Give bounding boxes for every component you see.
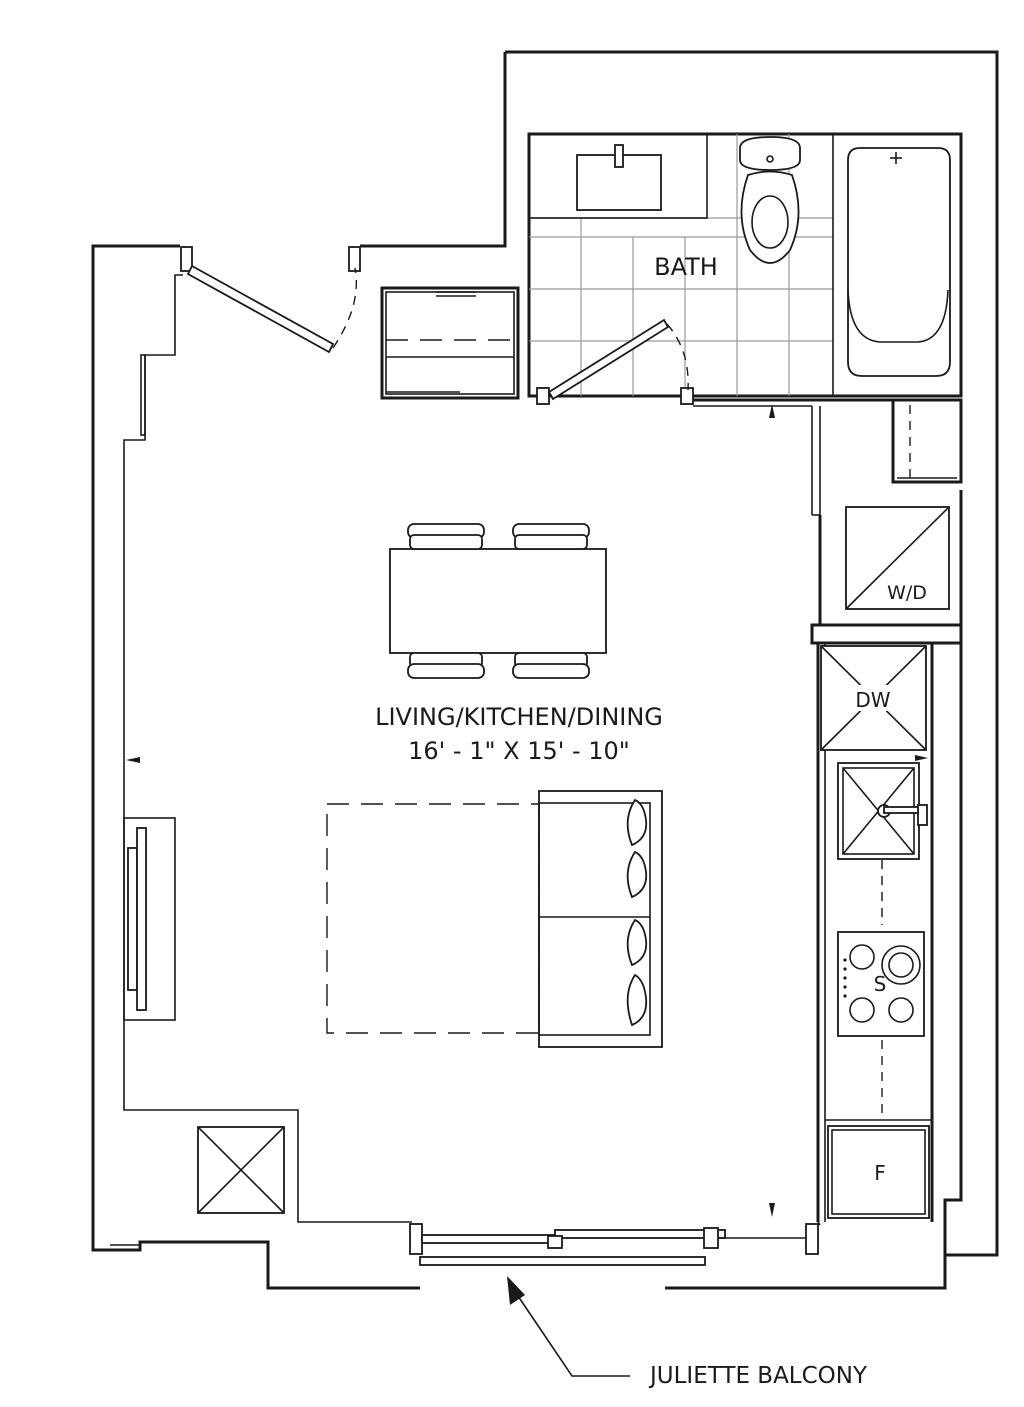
wall-panel — [140, 354, 146, 436]
dining-chair — [512, 652, 590, 679]
kitchen-counter — [810, 623, 963, 1255]
utility-closet — [891, 398, 963, 484]
dining-chair — [407, 523, 485, 550]
fridge: F — [827, 1125, 930, 1219]
balcony-door — [409, 1203, 819, 1266]
fridge-label: F — [874, 1161, 886, 1185]
toilet — [739, 136, 801, 264]
bathroom — [527, 132, 963, 405]
dishwasher: DW — [820, 645, 927, 751]
area-rug — [326, 803, 540, 1034]
bath-label: BATH — [654, 253, 718, 281]
living-room-dimensions: 16' - 1" X 15' - 10" — [408, 737, 630, 765]
kitchen-sink — [837, 762, 928, 860]
interior-wall — [693, 398, 961, 516]
balcony-callout: JULIETTE BALCONY — [507, 1276, 868, 1389]
balcony-label: JULIETTE BALCONY — [648, 1363, 868, 1389]
bathtub — [832, 133, 962, 397]
living-room-label: LIVING/KITCHEN/DINING — [375, 703, 663, 731]
tv-unit — [123, 757, 176, 1021]
closet — [380, 286, 520, 400]
dining-table — [389, 523, 607, 679]
stove: S — [837, 931, 925, 1037]
dishwasher-label: DW — [855, 688, 890, 712]
dining-chair — [512, 523, 590, 550]
sofa — [538, 790, 663, 1048]
stove-label: S — [874, 972, 887, 996]
exterior-wall — [91, 50, 999, 1290]
washer-dryer: W/D — [818, 490, 963, 627]
mechanical-shaft — [197, 1126, 285, 1214]
dining-chair — [407, 652, 485, 679]
entry-door — [180, 246, 361, 354]
stove-knobs — [843, 958, 847, 998]
washer-dryer-label: W/D — [887, 582, 927, 604]
